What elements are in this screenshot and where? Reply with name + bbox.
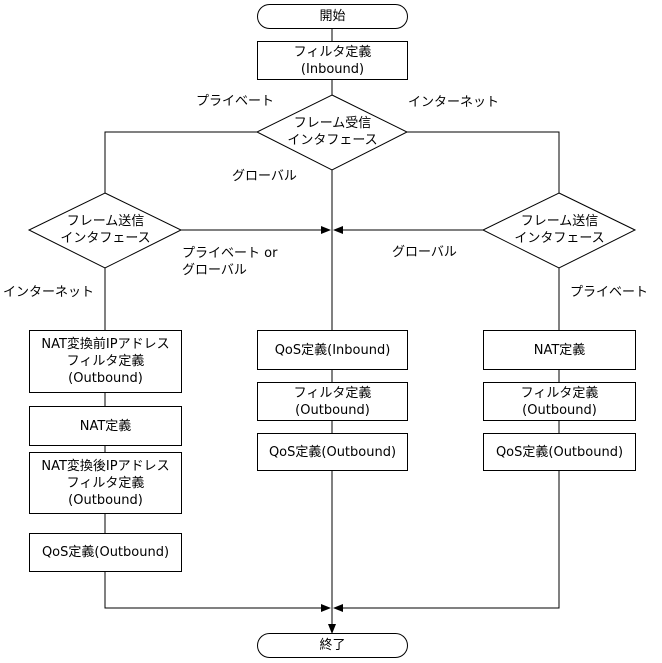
- filter-inbound-line-1: フィルタ定義: [293, 44, 372, 60]
- center-3-line-1: QoS定義(Outbound): [268, 444, 397, 460]
- start-terminal: 開始: [257, 4, 408, 29]
- send-left-line-1: フレーム送信: [66, 214, 145, 229]
- send-interface-decision-left: フレーム送信 インタフェース: [29, 202, 182, 258]
- start-terminal-shape: [257, 4, 408, 29]
- right-2-line-1: フィルタ定義: [520, 385, 599, 401]
- center-qos-outbound-box: QoS定義(Outbound): [257, 433, 408, 471]
- filter-inbound-line-2: (Inbound): [300, 61, 365, 77]
- recv-decision-line-1: フレーム受信: [293, 116, 372, 131]
- label-left-internet: インターネット: [3, 285, 95, 300]
- label-recv-private: プライベート: [196, 94, 275, 109]
- left-nat-box: NAT定義: [29, 406, 182, 446]
- label-left-private-or-global-1: プライベート or: [182, 246, 278, 261]
- edge-left-to-merge: [104, 571, 331, 612]
- right-2-shape: [483, 382, 636, 421]
- edge-right-to-merge: [333, 470, 560, 612]
- left-1-line-1: NAT変換前IPアドレス: [41, 337, 170, 352]
- left-2-shape: [29, 406, 182, 446]
- send-interface-decision-right: フレーム送信 インタフェース: [483, 202, 636, 258]
- left-4-shape: [29, 533, 182, 572]
- send-left-line-2: インタフェース: [60, 231, 151, 246]
- left-1-line-3: (Outbound): [68, 371, 143, 386]
- center-2-line-1: フィルタ定義: [293, 385, 372, 401]
- recv-decision-shape: [255, 94, 409, 171]
- label-recv-global: グローバル: [232, 169, 297, 184]
- center-filter-outbound-box: フィルタ定義 (Outbound): [257, 382, 408, 421]
- center-qos-inbound-box: QoS定義(Inbound): [257, 330, 408, 370]
- filter-inbound-shape: [257, 41, 408, 80]
- end-label: 終了: [319, 638, 346, 653]
- right-qos-outbound-box: QoS定義(Outbound): [483, 433, 636, 471]
- left-1-shape: [29, 330, 182, 393]
- send-right-line-1: フレーム送信: [520, 214, 599, 229]
- left-3-line-1: NAT変換後IPアドレス: [41, 458, 170, 474]
- send-left-decision-shape: [27, 192, 183, 269]
- right-1-line-1: NAT定義: [533, 342, 586, 358]
- right-3-shape: [483, 433, 636, 471]
- edge-recv-internet: [407, 131, 560, 193]
- center-3-shape: [257, 433, 408, 471]
- recv-interface-decision: フレーム受信 インタフェース: [257, 104, 408, 160]
- label-right-private: プライベート: [570, 285, 649, 300]
- label-recv-internet: インターネット: [408, 95, 500, 110]
- right-nat-box: NAT定義: [483, 330, 636, 370]
- left-3-line-3: (Outbound): [68, 492, 143, 508]
- start-label: 開始: [319, 9, 346, 24]
- left-2-line-1: NAT定義: [79, 418, 132, 434]
- left-qos-outbound-box: QoS定義(Outbound): [29, 533, 182, 572]
- end-terminal-shape: [257, 633, 408, 658]
- right-3-line-1: QoS定義(Outbound): [495, 444, 624, 460]
- label-left-private-or-global-2: グローバル: [182, 263, 247, 278]
- left-3-shape: [29, 452, 182, 514]
- right-2-line-2: (Outbound): [522, 402, 597, 418]
- center-1-line-1: QoS定義(Inbound): [274, 342, 391, 358]
- edge-recv-private: [104, 131, 257, 193]
- send-right-line-2: インタフェース: [514, 231, 605, 246]
- center-2-line-2: (Outbound): [295, 402, 370, 418]
- left-nat-post-filter-box: NAT変換後IPアドレス フィルタ定義 (Outbound): [29, 452, 182, 514]
- left-nat-pre-filter-box: NAT変換前IPアドレス フィルタ定義 (Outbound): [29, 330, 182, 393]
- center-2-shape: [257, 382, 408, 421]
- left-3-line-2: フィルタ定義: [66, 475, 145, 491]
- send-right-decision-shape: [481, 192, 637, 269]
- right-filter-outbound-box: フィルタ定義 (Outbound): [483, 382, 636, 421]
- end-terminal: 終了: [257, 633, 408, 658]
- label-right-global: グローバル: [392, 245, 457, 260]
- filter-inbound-box: フィルタ定義 (Inbound): [257, 41, 408, 80]
- center-1-shape: [257, 330, 408, 370]
- left-1-line-2: フィルタ定義: [66, 354, 145, 369]
- right-1-shape: [483, 330, 636, 370]
- left-4-line-1: QoS定義(Outbound): [41, 545, 170, 560]
- recv-decision-line-2: インタフェース: [287, 133, 378, 148]
